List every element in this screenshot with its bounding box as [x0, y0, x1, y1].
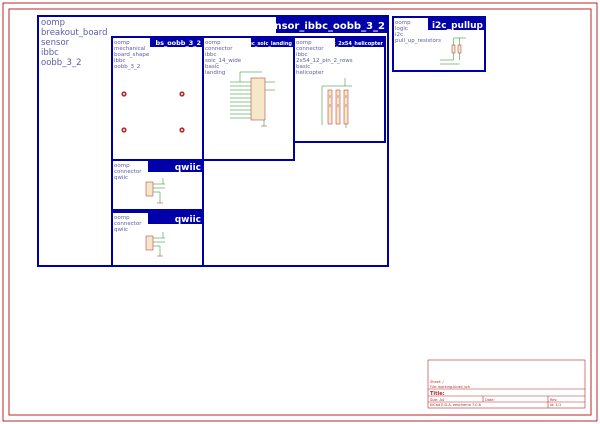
landing-tag: basic	[205, 64, 219, 70]
block-soic-landing[interactable]: ibbc_soic_landing oomp connector ibbc so…	[202, 36, 295, 161]
file-label: File: working.kicad_sch	[430, 385, 470, 389]
rev-label: Rev:	[550, 398, 558, 402]
qwiic-connector-symbol	[145, 178, 165, 204]
outer-tag: oobb_3_2	[41, 58, 82, 68]
outer-tag: oomp	[41, 18, 65, 28]
bs-tag: mechanical	[114, 46, 146, 52]
date-label: Date:	[485, 398, 495, 402]
block-qwiic-1[interactable]: qwiic oomp connector qwiic	[111, 159, 204, 211]
heli-tag: helicopter	[296, 70, 324, 76]
i2c-tag: oomp	[395, 20, 411, 26]
qwiic2-tag: oomp	[114, 215, 130, 221]
qwiic1-tag: qwiic	[114, 175, 128, 181]
mounting-hole-icon	[179, 127, 185, 133]
heli-tag: connector	[296, 46, 324, 52]
heli-tag: oomp	[296, 40, 312, 46]
title-label: Title:	[430, 391, 445, 397]
bs-tag: ibbc	[114, 58, 126, 64]
heli-block-title: ibbc_2x54_helicopter	[324, 41, 384, 47]
pullup-resistor-symbol	[440, 37, 466, 65]
landing-tag: oomp	[205, 40, 221, 46]
heli-tag: ibbc	[296, 52, 308, 58]
qwiic2-tag: connector	[114, 221, 142, 227]
landing-tag: ibbc	[205, 52, 217, 58]
qwiic-connector-symbol	[145, 232, 165, 257]
mounting-hole-icon	[121, 127, 127, 133]
bs-tag: oobb_3_2	[114, 64, 140, 70]
mounting-hole-icon	[121, 91, 127, 97]
landing-tag: soic_14_wide	[205, 58, 242, 64]
sheet-label: Sheet: /	[430, 380, 444, 384]
bs-tag: board_shape	[114, 52, 150, 58]
heli-tag: basic	[296, 64, 310, 70]
outer-tag: breakout_board	[41, 28, 107, 38]
bs-tag: oomp	[114, 40, 130, 46]
i2c-block-title: i2c_pullup	[432, 21, 484, 31]
block-sensor-ibbc-oobb[interactable]: sensor_ibbc_oobb_3_2 oomp breakout_board…	[37, 15, 389, 267]
block-i2c-pullup[interactable]: i2c_pullup oomp logic i2c pull_up_resist…	[392, 16, 486, 72]
i2c-tag: pull_up_resistors	[395, 38, 441, 44]
qwiic2-tag: qwiic	[114, 227, 128, 233]
block-bs-oobb[interactable]: bs_oobb_3_2 oomp mechanical board_shape …	[111, 36, 204, 161]
qwiic1-block-title: qwiic	[175, 163, 201, 173]
kicad-label: KiCad E.D.A. eeschema 7.0.8	[430, 403, 481, 407]
title-block: Sheet: / File: working.kicad_sch Title: …	[427, 359, 586, 409]
block-2x54-helicopter[interactable]: ibbc_2x54_helicopter oomp connector ibbc…	[293, 36, 386, 143]
size-label: Size: A4	[430, 398, 445, 402]
outer-tag: sensor	[41, 38, 70, 48]
outer-tag: ibbc	[41, 48, 59, 58]
sheet-inner-border	[8, 8, 592, 416]
i2c-tag: i2c	[395, 32, 403, 38]
landing-tag: connector	[205, 46, 233, 52]
qwiic2-block-title: qwiic	[175, 215, 201, 225]
qwiic1-tag: oomp	[114, 163, 130, 169]
soic-footprint-symbol	[230, 71, 275, 127]
landing-tag: landing	[205, 70, 225, 76]
mounting-hole-icon	[179, 91, 185, 97]
outer-block-title: sensor_ibbc_oobb_3_2	[262, 21, 385, 32]
heli-tag: 2x54_12_pin_2_rows	[296, 58, 353, 64]
i2c-tag: logic	[395, 26, 408, 32]
landing-block-title: ibbc_soic_landing	[243, 41, 292, 47]
block-qwiic-2[interactable]: qwiic oomp connector qwiic	[111, 211, 204, 267]
id-label: Id: 1/1	[550, 403, 561, 407]
pin-header-symbol	[321, 78, 352, 128]
bs-block-title: bs_oobb_3_2	[155, 39, 201, 47]
qwiic1-tag: connector	[114, 169, 142, 175]
